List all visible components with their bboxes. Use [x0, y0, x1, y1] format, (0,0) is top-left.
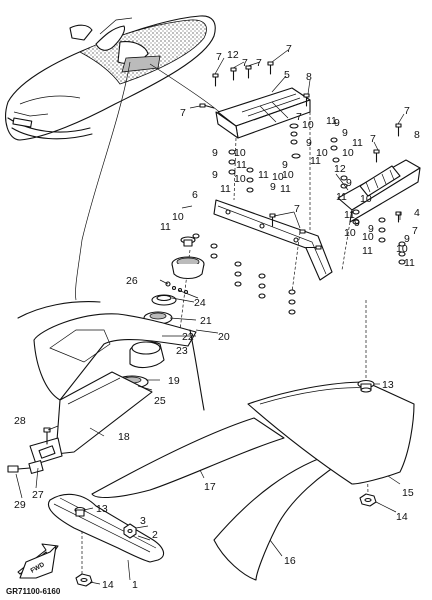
callout-5: 5	[284, 69, 290, 81]
callout-11: 11	[220, 183, 231, 195]
callout-23: 23	[176, 345, 188, 357]
callout-11: 11	[236, 159, 247, 171]
callout-15: 15	[402, 487, 414, 499]
callout-14: 14	[396, 511, 408, 523]
callout-18: 18	[118, 431, 130, 443]
callout-9: 9	[306, 137, 312, 149]
callout-10: 10	[316, 147, 328, 159]
washer-nut-sets	[192, 123, 406, 315]
callout-24: 24	[194, 297, 206, 309]
callout-9: 11	[258, 169, 269, 181]
callout-9: 9	[212, 169, 218, 181]
bracket-4	[337, 159, 421, 223]
callout-7: 7	[370, 133, 376, 145]
assembly-guide-lines	[81, 112, 369, 578]
callout-7: 7	[242, 57, 248, 69]
callout-labels: 7 12 7 7 7 5 8 7 7 10 9 11 10 9 11 9 10 …	[14, 43, 420, 591]
mat-17	[91, 417, 285, 499]
callout-9: 9	[212, 147, 218, 159]
screw-3-washer-2	[123, 523, 137, 539]
callout-10: 10	[282, 169, 294, 181]
nut-14-left	[75, 573, 93, 587]
callout-3: 3	[140, 515, 146, 527]
callout-13: 13	[382, 379, 394, 391]
callout-10: 10	[272, 171, 284, 183]
bracket-6	[213, 199, 333, 281]
callout-11: 11	[404, 257, 415, 269]
callout-16: 16	[284, 555, 296, 567]
callout-10: 10	[234, 147, 246, 159]
watercraft-illustration	[5, 15, 216, 141]
callout-20: 20	[218, 331, 230, 343]
callout-29: 29	[14, 499, 26, 511]
leader-craft-to-hull	[75, 61, 131, 301]
callout-11: 11	[326, 115, 337, 127]
callout-2: 2	[152, 529, 158, 541]
callout-11: 11	[344, 209, 355, 221]
callout-27: 27	[32, 489, 44, 501]
callout-12: 12	[334, 163, 346, 175]
callout-25: 25	[154, 395, 166, 407]
callout-7: 7	[286, 43, 292, 55]
callout-10: 10	[396, 243, 408, 255]
callout-10: 10	[344, 227, 356, 239]
handle-1	[48, 493, 165, 563]
nut-14-right	[359, 493, 377, 507]
callout-7: 7	[412, 225, 418, 237]
callout-1: 1	[132, 579, 138, 591]
callout-10: 10	[234, 173, 246, 185]
mat-16	[213, 451, 353, 581]
callout-14: 14	[102, 579, 114, 591]
callout-7: 7	[404, 105, 410, 117]
callout-10: 10	[360, 193, 372, 205]
callout-8: 8	[414, 129, 420, 141]
callout-6: 6	[192, 189, 198, 201]
callout-7: 7	[180, 107, 186, 119]
callout-11: 11	[352, 137, 363, 149]
callout-7: 7	[216, 51, 222, 63]
callout-10: 10	[362, 231, 374, 243]
callout-9: 9	[346, 177, 352, 189]
fwd-arrow-icon: FWD	[17, 543, 59, 579]
callout-26: 26	[126, 275, 138, 287]
callout-22: 22	[182, 331, 194, 343]
callout-7: 7	[256, 57, 262, 69]
filler-assembly	[141, 236, 205, 341]
mat-15	[247, 381, 415, 485]
part-number: GR71100-6160	[6, 587, 61, 596]
callout-28: 28	[14, 415, 26, 427]
callout-11: 11	[280, 183, 291, 195]
callout-13: 13	[96, 503, 108, 515]
upper-bracket-5	[215, 87, 311, 139]
small-fasteners-27-29	[7, 427, 56, 474]
callout-11: 11	[362, 245, 373, 257]
callout-21: 21	[200, 315, 212, 327]
callout-leaders	[15, 49, 405, 585]
callout-9: 9	[404, 233, 410, 245]
callout-11: 11	[160, 221, 171, 233]
callout-11: 11	[336, 191, 347, 203]
callout-7: 7	[294, 203, 300, 215]
callout-7: 7	[296, 111, 302, 123]
callout-9: 9	[354, 217, 360, 229]
callout-10: 10	[342, 147, 354, 159]
callout-9: 9	[342, 127, 348, 139]
callout-12: 12	[227, 49, 239, 61]
callout-4: 4	[414, 207, 420, 219]
callout-10: 10	[302, 119, 314, 131]
callout-19: 19	[168, 375, 180, 387]
callout-10: 10	[172, 211, 184, 223]
callout-9: 9	[368, 223, 374, 235]
callout-11: 11	[310, 155, 321, 167]
bolt-13-right	[357, 379, 375, 393]
callout-11: 9	[270, 181, 276, 193]
callout-9: 9	[282, 159, 288, 171]
callout-17: 17	[204, 481, 216, 493]
callout-9: 9	[334, 117, 340, 129]
callout-8: 8	[306, 71, 312, 83]
